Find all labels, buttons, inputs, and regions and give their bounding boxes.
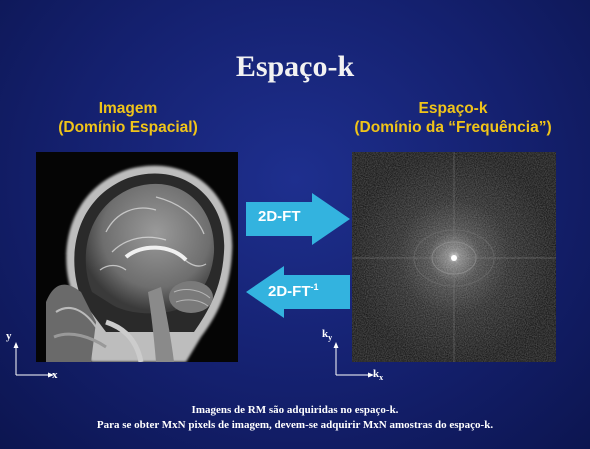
kspace-x-axis-label-base: k <box>373 368 380 380</box>
kspace-axes <box>333 342 374 378</box>
mri-brain-image <box>36 152 238 363</box>
kspace-caption-line1: Espaço-k <box>418 100 488 117</box>
footer-line-1: Imagens de RM são adquiridas no espaço-k… <box>191 404 399 416</box>
footer-line-2: Para se obter MxN pixels de imagem, deve… <box>96 419 494 431</box>
kspace-y-axis-label-sub: y <box>328 333 333 343</box>
kspace-domain-caption: Espaço-k (Domínio da “Frequência”) <box>318 99 588 137</box>
image-domain-caption: Imagem (Domínio Espacial) <box>18 99 238 137</box>
kspace-y-axis-label-base: k <box>322 328 329 340</box>
inverse-transform-arrow <box>246 266 350 318</box>
spatial-x-axis-label: x <box>52 369 58 381</box>
kspace-caption-line2: (Domínio da “Frequência”) <box>354 119 552 136</box>
mri-brain-drawing <box>36 152 238 363</box>
kspace-x-axis-label: kx <box>373 368 383 382</box>
image-caption-line1: Imagem <box>98 100 158 117</box>
kspace-x-axis-label-sub: x <box>379 373 384 383</box>
slide-title: Espaço-k <box>235 50 355 83</box>
spatial-y-axis-label: y <box>6 330 12 342</box>
kspace-image <box>352 152 556 362</box>
spatial-axes <box>13 342 54 378</box>
inverse-transform-label-superscript: -1 <box>310 282 319 292</box>
inverse-transform-label-base: 2D-FT <box>268 283 311 300</box>
forward-transform-label: 2D-FT <box>258 208 301 225</box>
kspace-y-axis-label: ky <box>322 328 332 342</box>
inverse-transform-label: 2D-FT-1 <box>268 282 319 300</box>
kspace-drawing <box>352 152 556 362</box>
forward-transform-arrow <box>246 193 350 245</box>
image-caption-line2: (Domínio Espacial) <box>58 119 198 136</box>
